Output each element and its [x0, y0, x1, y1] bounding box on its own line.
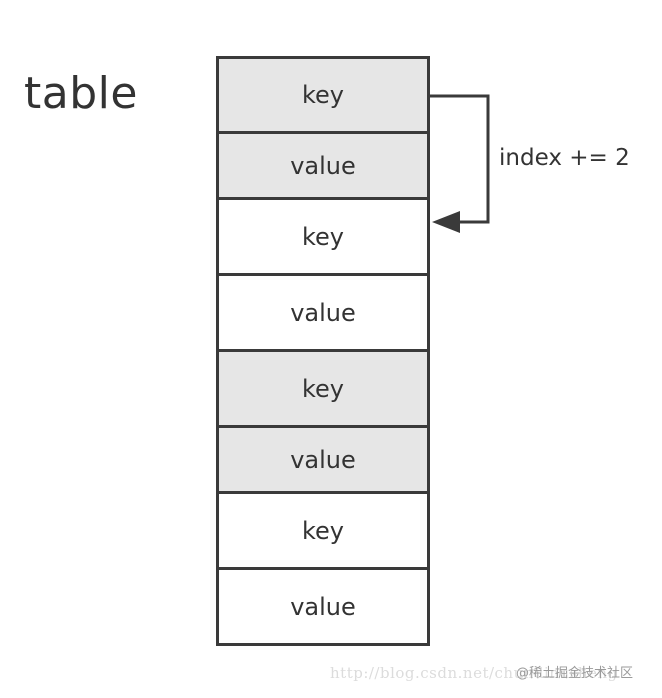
- cell-6-label: value: [290, 445, 356, 474]
- cell-2: value: [216, 134, 430, 200]
- cell-3: key: [216, 200, 430, 276]
- index-arrow-head: [432, 211, 460, 233]
- cell-8: value: [216, 570, 430, 646]
- cell-2-label: value: [290, 151, 356, 180]
- arrow-label: index += 2: [499, 145, 630, 171]
- cell-4-label: value: [290, 298, 356, 327]
- cell-5-label: key: [301, 374, 344, 403]
- table-stack: key value key value key value key value: [216, 56, 430, 646]
- cell-3-label: key: [301, 222, 344, 251]
- cell-6: value: [216, 428, 430, 494]
- cell-7-label: key: [301, 516, 344, 545]
- watermark-brand: @稀土掘金技术社区: [516, 666, 634, 681]
- diagram-title: table: [24, 68, 138, 119]
- cell-1: key: [216, 56, 430, 134]
- index-arrow-line: [430, 94, 490, 224]
- watermark-url: http://blog.csdn.net/chundinusheng: [330, 664, 618, 682]
- cell-7: key: [216, 494, 430, 570]
- cell-8-label: value: [290, 592, 356, 621]
- cell-4: value: [216, 276, 430, 352]
- cell-5: key: [216, 352, 430, 428]
- cell-1-label: key: [301, 81, 344, 109]
